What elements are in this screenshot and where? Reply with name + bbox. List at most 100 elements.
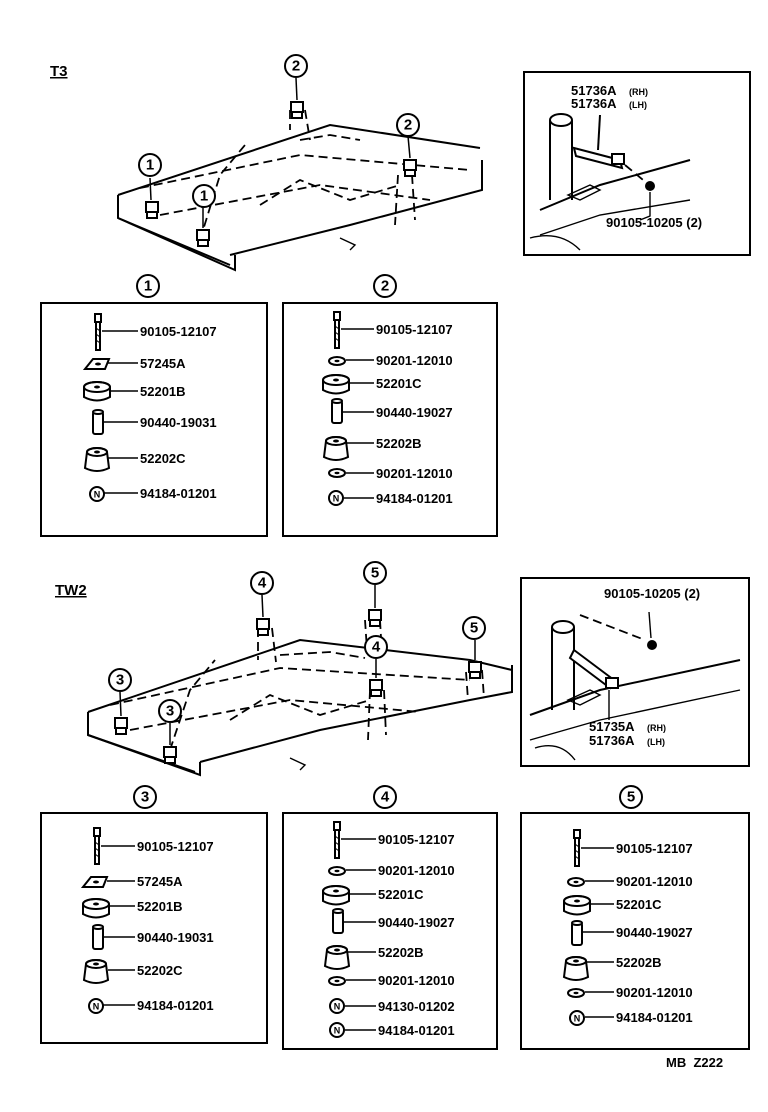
callout-1b: 1 — [192, 184, 216, 208]
group-1-part: 90105-12107 — [140, 324, 217, 339]
svg-text:2: 2 — [404, 117, 412, 134]
svg-text:2: 2 — [381, 278, 389, 295]
group-5-part: 90440-19027 — [616, 925, 693, 940]
bolt-icon — [94, 313, 102, 351]
washer-icon — [567, 877, 585, 887]
group-2-part: 52201C — [376, 376, 422, 391]
callout-2a: 2 — [284, 54, 308, 78]
frame-diagram-top — [117, 109, 483, 272]
sleeve-icon — [331, 398, 343, 424]
group-5-box — [520, 812, 750, 1050]
group-3-part: 57245A — [137, 874, 183, 889]
group-1-box — [40, 302, 268, 537]
bolt-icon — [333, 311, 341, 349]
group-2-part: 90201-12010 — [376, 466, 453, 481]
callout-5a: 5 — [363, 561, 387, 585]
svg-text:4: 4 — [381, 789, 390, 806]
callout-group-3: 3 — [133, 785, 157, 809]
callout-4b: 4 — [364, 635, 388, 659]
group-2-part: 90440-19027 — [376, 405, 453, 420]
inset-top-bolt: 90105-10205 (2) — [606, 215, 702, 230]
group-5-part: 52202B — [616, 955, 662, 970]
group-2-box — [282, 302, 498, 537]
mount-3a-icon — [114, 717, 128, 735]
nut-icon — [329, 998, 345, 1014]
callout-2b: 2 — [396, 113, 420, 137]
svg-text:(RH): (RH) — [647, 723, 666, 733]
svg-text:(LH): (LH) — [629, 100, 647, 110]
svg-text:3: 3 — [141, 789, 149, 806]
svg-text:4: 4 — [372, 639, 381, 656]
group-1-part: 94184-01201 — [140, 486, 217, 501]
group-3-box — [40, 812, 268, 1044]
group-4-part: 90201-12010 — [378, 973, 455, 988]
callout-1a: 1 — [138, 153, 162, 177]
svg-text:(RH): (RH) — [629, 87, 648, 97]
group-1-part: 57245A — [140, 356, 186, 371]
svg-text:5: 5 — [371, 565, 379, 582]
group-5-part: 90105-12107 — [616, 841, 693, 856]
svg-text:5: 5 — [470, 620, 478, 637]
callout-4a: 4 — [250, 571, 274, 595]
mount-1a-icon — [145, 201, 159, 219]
callout-3a: 3 — [108, 668, 132, 692]
group-2-leaders — [341, 328, 374, 499]
callout-group-2: 2 — [373, 274, 397, 298]
lower-cushion-icon — [83, 959, 109, 984]
mount-1b-icon — [196, 229, 210, 247]
lower-cushion-icon — [84, 447, 110, 472]
mount-5a-icon — [368, 609, 382, 627]
washer-icon — [328, 866, 346, 876]
group-5-part: 90201-12010 — [616, 874, 693, 889]
nut-icon — [328, 490, 344, 506]
group-4-part: 90105-12107 — [378, 832, 455, 847]
inset-top-bracket-rh: 51736A — [571, 83, 617, 98]
inset-bottom-bolt: 90105-10205 (2) — [604, 586, 700, 601]
washer-icon — [328, 468, 346, 478]
sleeve-icon — [571, 920, 583, 946]
group-2-part: 52202B — [376, 436, 422, 451]
inset-bottom-bracket-lh: 51736A — [589, 733, 635, 748]
group-4-part: 90201-12010 — [378, 863, 455, 878]
group-3-part: 94184-01201 — [137, 998, 214, 1013]
mount-4b-icon — [369, 679, 383, 697]
washer-icon — [328, 356, 346, 366]
inset-top — [523, 71, 751, 256]
group-3-part: 52202C — [137, 963, 183, 978]
group-2-part: 94184-01201 — [376, 491, 453, 506]
svg-text:5: 5 — [627, 789, 635, 806]
group-1-part: 52201B — [140, 384, 186, 399]
group-5-part: 90201-12010 — [616, 985, 693, 1000]
bolt-icon — [333, 821, 341, 859]
lower-cushion-icon — [324, 945, 350, 970]
drawing-code: MB Z222 — [666, 1055, 723, 1070]
group-1-part: 90440-19031 — [140, 415, 217, 430]
group-3-part: 52201B — [137, 899, 183, 914]
group-2-part: 90105-12107 — [376, 322, 453, 337]
group-2-part: 90201-12010 — [376, 353, 453, 368]
group-1-leaders — [102, 330, 138, 494]
inset-top-bracket-lh: 51736A — [571, 96, 617, 111]
svg-text:3: 3 — [166, 703, 174, 720]
group-5-leaders — [581, 847, 614, 1018]
sleeve-icon — [92, 924, 104, 950]
nut-icon — [88, 998, 104, 1014]
mount-4a-icon — [256, 618, 270, 636]
bolt-icon — [573, 829, 581, 867]
washer-icon — [328, 976, 346, 986]
mount-2a-icon — [290, 101, 304, 119]
callout-group-5: 5 — [619, 785, 643, 809]
bolt-icon — [93, 827, 101, 865]
section-title-bottom: TW2 — [55, 582, 87, 599]
group-3-leaders — [101, 845, 135, 1006]
nut-icon — [329, 1022, 345, 1038]
inset-bottom-bracket-rh: 51735A — [589, 719, 635, 734]
svg-text:1: 1 — [146, 157, 154, 174]
frame-diagram-bottom — [87, 619, 513, 777]
lower-cushion-icon — [323, 436, 349, 461]
svg-text:4: 4 — [258, 575, 267, 592]
group-4-part: 52202B — [378, 945, 424, 960]
callout-3b: 3 — [158, 699, 182, 723]
upper-cushion-icon — [563, 895, 591, 916]
svg-text:2: 2 — [292, 58, 300, 75]
